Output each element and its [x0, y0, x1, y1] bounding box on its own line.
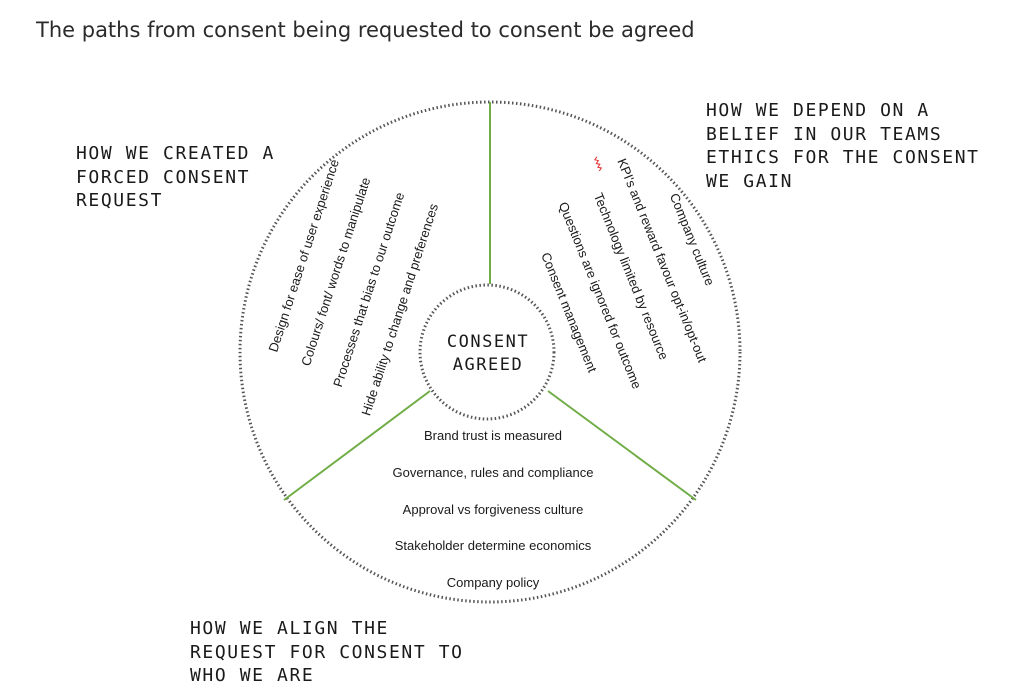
forced-consent-item: Processes that bias to our outcome [330, 190, 407, 388]
heading-line: HOW WE CREATED A [76, 143, 275, 164]
heading-line: WE GAIN [706, 170, 794, 192]
inner-circle [418, 283, 556, 421]
divider-left [283, 390, 431, 501]
outer-circle [238, 100, 742, 604]
heading-line: ETHICS FOR THE CONSENT [706, 147, 980, 168]
heading-align-request: HOW WE ALIGN THE REQUEST FOR CONSENT TO … [190, 617, 464, 688]
spellcheck-squiggle [593, 156, 603, 172]
heading-line: WHO WE ARE [190, 665, 315, 686]
heading-line: HOW WE DEPEND ON A [706, 100, 930, 121]
align-request-item: Brand trust is measured [424, 428, 562, 443]
team-ethics-item: Technology limited by resource [591, 191, 672, 362]
align-request-item: Approval vs forgiveness culture [403, 502, 584, 517]
page-title: The paths from consent being requested t… [36, 18, 695, 42]
forced-consent-item: Colours/ font/ words to manipulate [298, 175, 373, 367]
heading-line: BELIEF IN OUR TEAMS [706, 123, 943, 145]
center-label-line2: AGREED [453, 355, 523, 375]
center-label-line1: CONSENT [447, 332, 529, 352]
heading-forced-consent: HOW WE CREATED A FORCED CONSENT REQUEST [76, 142, 275, 213]
divider-right [547, 390, 697, 501]
forced-consent-item: Design for ease of user experience [265, 157, 342, 353]
align-request-item: Stakeholder determine economics [395, 538, 592, 553]
heading-line: REQUEST FOR CONSENT TO [190, 641, 464, 663]
heading-line: REQUEST [76, 190, 164, 211]
align-request-item: Company policy [447, 575, 540, 590]
align-request-item: Governance, rules and compliance [393, 465, 594, 480]
heading-line: FORCED CONSENT [76, 166, 251, 188]
heading-line: HOW WE ALIGN THE [190, 618, 389, 639]
heading-team-ethics: HOW WE DEPEND ON A BELIEF IN OUR TEAMS E… [706, 99, 980, 193]
